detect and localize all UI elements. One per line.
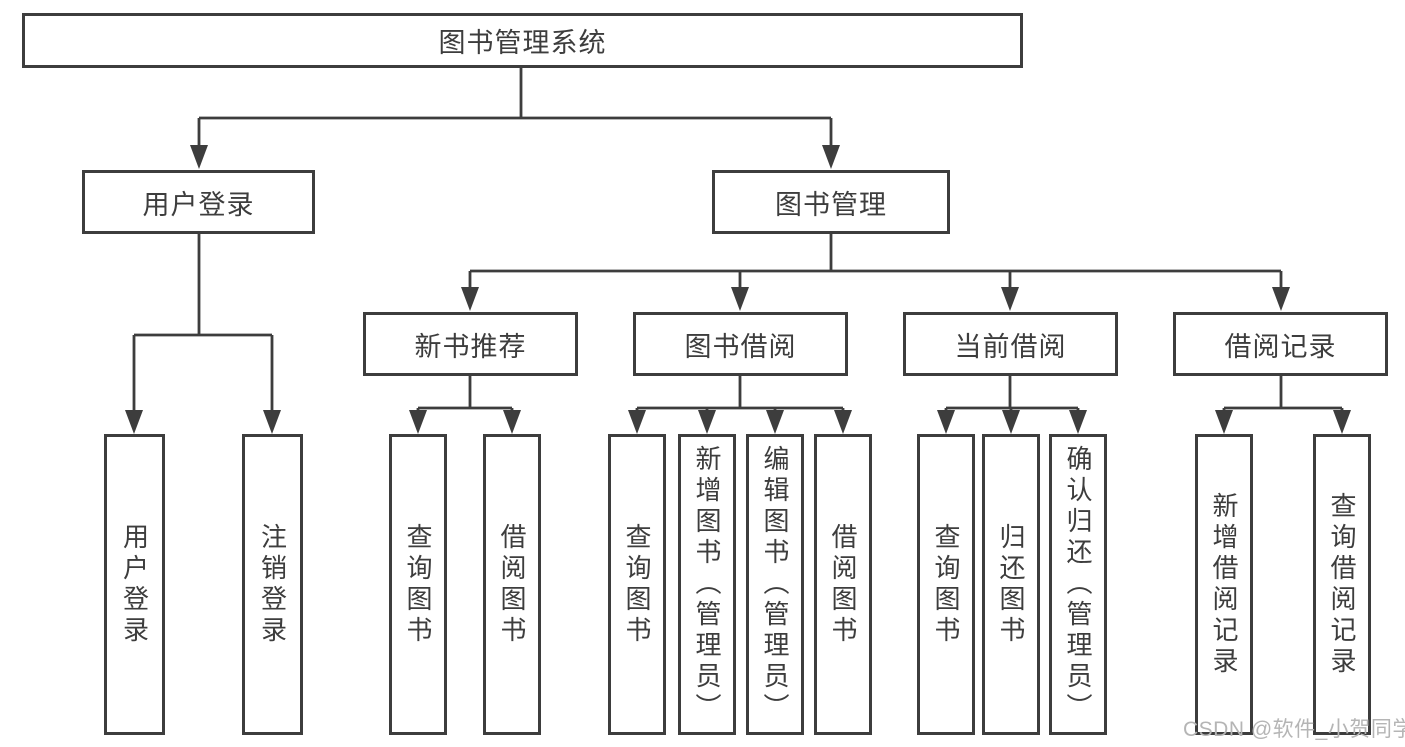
node-borrowing-records: 借阅记录 <box>1173 312 1388 376</box>
csdn-watermark: CSDN @软件_小贺同学 <box>1183 718 1405 741</box>
leaf-query-books-recommend: 查询图书 <box>389 434 447 735</box>
node-label: 借阅图书 <box>828 522 858 647</box>
node-label: 确认归还（管理员） <box>1063 445 1093 724</box>
node-label: 注销登录 <box>257 522 288 647</box>
node-label: 查询图书 <box>931 522 961 647</box>
node-label: 图书借阅 <box>684 331 797 362</box>
leaf-add-book-admin: 新增图书（管理员） <box>678 434 736 735</box>
node-user-login-branch: 用户登录 <box>82 170 315 234</box>
node-book-borrowing: 图书借阅 <box>633 312 848 376</box>
node-label: 新增借阅记录 <box>1209 491 1239 678</box>
leaf-user-login: 用户登录 <box>104 434 165 735</box>
node-label: 归还图书 <box>996 522 1026 647</box>
node-label: 用户登录 <box>142 189 255 220</box>
leaf-confirm-return-admin: 确认归还（管理员） <box>1049 434 1107 735</box>
node-label: 新增图书（管理员） <box>692 445 722 724</box>
leaf-return-book: 归还图书 <box>982 434 1040 735</box>
leaf-borrow-book: 借阅图书 <box>814 434 872 735</box>
node-book-management-branch: 图书管理 <box>712 170 950 234</box>
leaf-borrow-books-recommend: 借阅图书 <box>483 434 541 735</box>
node-current-borrowing: 当前借阅 <box>903 312 1118 376</box>
leaf-query-borrow-record: 查询借阅记录 <box>1313 434 1371 735</box>
node-label: 查询图书 <box>403 522 433 647</box>
node-label: 新书推荐 <box>414 331 527 362</box>
node-new-book-recommendation: 新书推荐 <box>363 312 578 376</box>
node-label: 图书管理系统 <box>438 28 607 58</box>
node-label: 查询图书 <box>622 522 652 647</box>
node-label: 借阅记录 <box>1224 331 1337 362</box>
node-label: 图书管理 <box>775 189 887 220</box>
node-label: 借阅图书 <box>497 522 527 647</box>
leaf-query-books-current: 查询图书 <box>917 434 975 735</box>
node-label: 当前借阅 <box>954 331 1067 362</box>
node-label: 查询借阅记录 <box>1327 491 1357 678</box>
leaf-add-borrow-record: 新增借阅记录 <box>1195 434 1253 735</box>
leaf-query-books-borrow: 查询图书 <box>608 434 666 735</box>
node-label: 编辑图书（管理员） <box>760 445 790 724</box>
node-label: 用户登录 <box>119 522 150 647</box>
node-library-management-system: 图书管理系统 <box>22 13 1023 68</box>
leaf-logout: 注销登录 <box>242 434 303 735</box>
leaf-edit-book-admin: 编辑图书（管理员） <box>746 434 804 735</box>
